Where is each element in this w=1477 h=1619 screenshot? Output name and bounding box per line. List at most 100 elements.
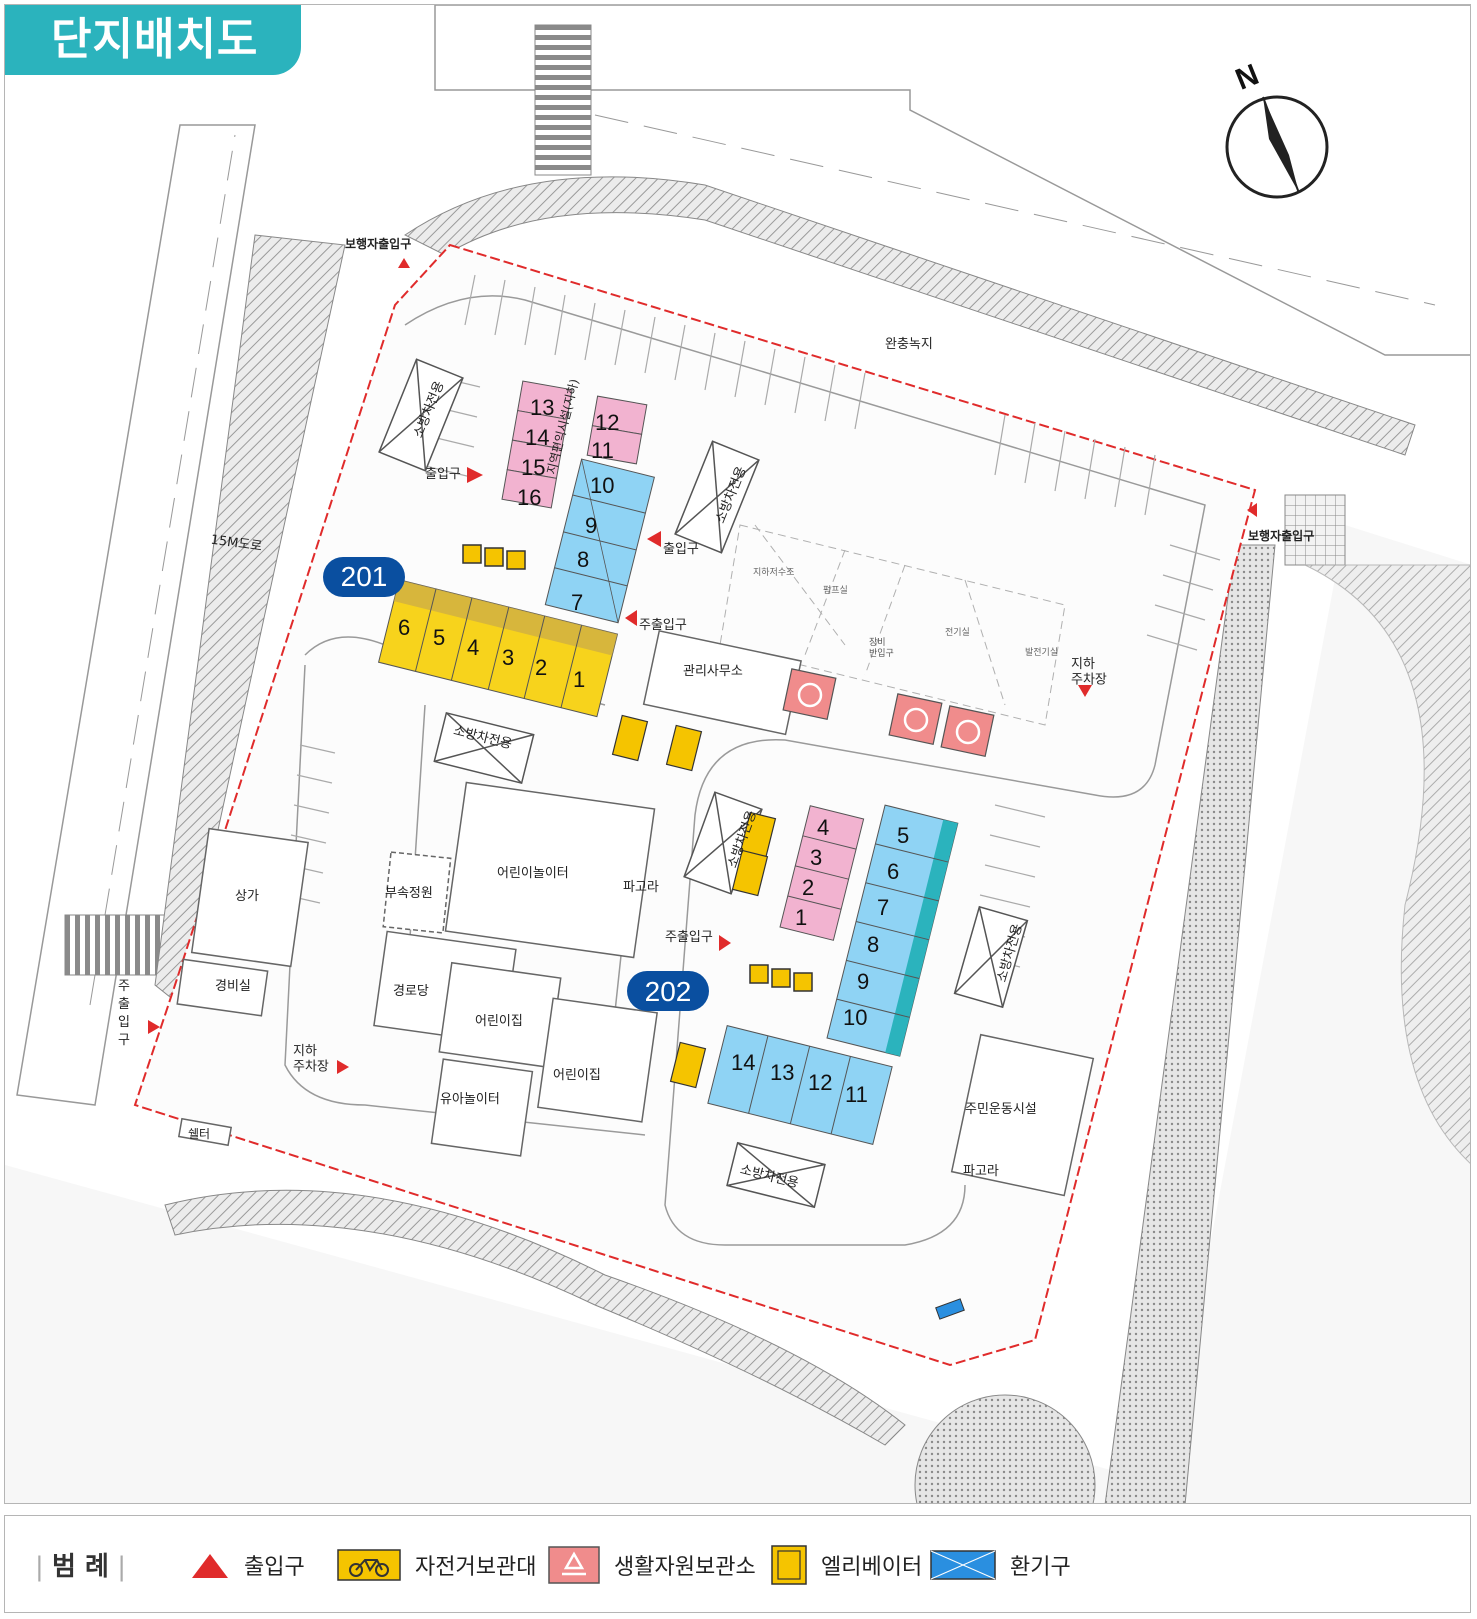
label-water-tank: 지하저수조: [753, 567, 794, 578]
label-pergola-1: 파고라: [623, 880, 659, 895]
unit-label-4: 4: [467, 635, 479, 660]
label-guard: 경비실: [215, 979, 251, 994]
label-main-entrance-a: 주출입구: [639, 618, 687, 633]
label-pump: 펌프실: [823, 584, 848, 596]
surrounding-roads: [5, 5, 1470, 1503]
underground-facility-area: [719, 524, 1066, 726]
unit-label-6: 6: [398, 615, 410, 640]
svg-text:주: 주: [118, 979, 130, 994]
unit-label-5: 5: [433, 625, 445, 650]
unit-label-202-9: 9: [857, 969, 869, 994]
label-road-15m: 15M도로: [210, 533, 263, 555]
label-daycare-2: 어린이집: [553, 1068, 601, 1083]
page-title: 단지배치도: [5, 5, 301, 75]
bicycle-racks: [611, 714, 777, 1089]
legend-label-recycle: 생활자원보관소: [614, 1555, 756, 1580]
entrance-marker-icon: [192, 1554, 228, 1578]
fire-lanes: [378, 358, 1029, 1209]
unit-label-12: 12: [595, 410, 619, 435]
entrance-markers: [148, 258, 1257, 1074]
recycle-icons: [797, 682, 981, 745]
site-plan-map: 13 14 15 16 12 11 10 9 8 7 6 5 4 3 2 1 4…: [4, 4, 1471, 1504]
unit-label-8: 8: [577, 547, 589, 572]
svg-text:201: 201: [341, 561, 388, 592]
unit-label-202-2: 2: [802, 875, 814, 900]
unit-label-3: 3: [502, 645, 514, 670]
building-201: [377, 380, 655, 718]
label-entrance-b: 출입구: [663, 542, 699, 557]
building-202-badge: 202: [627, 971, 709, 1011]
elevator-icon: [771, 1545, 807, 1585]
facility-outlines: [176, 629, 1095, 1197]
label-toddler: 유아놀이터: [440, 1092, 500, 1107]
svg-text:구: 구: [118, 1033, 130, 1048]
unit-label-1: 1: [573, 667, 585, 692]
shelter-area: [177, 1117, 233, 1147]
legend-label-vent: 환기구: [1010, 1555, 1071, 1580]
unit-label-9: 9: [585, 513, 597, 538]
label-main-entrance-west: 주 출 입 구: [118, 979, 130, 1048]
unit-label-202-10: 10: [843, 1005, 867, 1030]
buffer-green-belts: [154, 176, 1470, 1503]
legend: | 범 례 | 출입구 자전거보관대 생활자원보관소 엘리베이터: [4, 1515, 1471, 1613]
label-senior: 경로당: [393, 984, 429, 999]
unit-label-202-4: 4: [817, 815, 829, 840]
vent: [935, 1298, 965, 1320]
legend-item-entrance: 출입구: [190, 1542, 305, 1588]
svg-text:202: 202: [645, 976, 692, 1007]
label-gym: 주민운동시설: [965, 1102, 1037, 1117]
site-plan-drawing: 13 14 15 16 12 11 10 9 8 7 6 5 4 3 2 1 4…: [5, 5, 1470, 1503]
unit-label-202-13: 13: [770, 1060, 794, 1085]
unit-label-202-12: 12: [808, 1070, 832, 1095]
unit-label-14: 14: [525, 425, 549, 450]
legend-item-bicycle: 자전거보관대: [337, 1542, 536, 1588]
label-shops: 상가: [235, 889, 259, 904]
unit-label-202-1: 1: [795, 905, 807, 930]
legend-item-elevator: 엘리베이터: [771, 1542, 922, 1588]
unit-label-202-11: 11: [845, 1082, 868, 1107]
recycle-icon: [548, 1546, 600, 1584]
legend-item-recycle: 생활자원보관소: [548, 1542, 756, 1588]
unit-label-15: 15: [521, 455, 545, 480]
label-buffer-green: 완충녹지: [885, 337, 933, 352]
svg-text:출: 출: [118, 997, 130, 1012]
vent-icon: [930, 1550, 996, 1580]
resident-gym-area: [950, 1033, 1095, 1197]
unit-label-202-6: 6: [887, 859, 899, 884]
unit-11: [586, 425, 643, 465]
legend-title: | 범 례 |: [35, 1552, 126, 1582]
toddler-play-area: [430, 1058, 534, 1157]
label-daycare-1: 어린이집: [475, 1014, 523, 1029]
unit-label-202-5: 5: [897, 823, 909, 848]
label-main-entrance-b: 주출입구: [665, 930, 713, 945]
annex-garden-area: [382, 851, 452, 934]
label-management: 관리사무소: [683, 664, 743, 679]
unit-label-202-3: 3: [810, 845, 822, 870]
daycare-2-area: [537, 997, 658, 1123]
label-playground: 어린이놀이터: [497, 866, 569, 881]
label-electric: 전기실: [945, 627, 970, 638]
unit-label-13: 13: [530, 395, 554, 420]
unit-label-202-7: 7: [877, 895, 889, 920]
playground-area: [444, 781, 656, 959]
svg-text:입: 입: [118, 1015, 130, 1030]
legend-label-elevator: 엘리베이터: [821, 1555, 923, 1580]
legend-item-vent: 환기구: [930, 1542, 1071, 1588]
label-pergola-2: 파고라: [963, 1164, 999, 1179]
label-shelter: 쉘터: [188, 1127, 210, 1141]
legend-label-entrance: 출입구: [244, 1555, 305, 1580]
unit-numbers: 13 14 15 16 12 11 10 9 8 7 6 5 4 3 2 1 4…: [398, 395, 909, 1107]
unit-label-10: 10: [590, 473, 614, 498]
guard-room-area: [176, 958, 269, 1017]
unit-label-11: 11: [591, 438, 614, 463]
unit-label-202-8: 8: [867, 932, 879, 957]
unit-label-202-14: 14: [731, 1050, 755, 1075]
unit-label-7: 7: [571, 590, 583, 615]
compass: N: [1225, 58, 1329, 199]
label-annex-garden: 부속정원: [385, 886, 433, 901]
building-202: [707, 804, 959, 1145]
unit-label-16: 16: [517, 485, 541, 510]
